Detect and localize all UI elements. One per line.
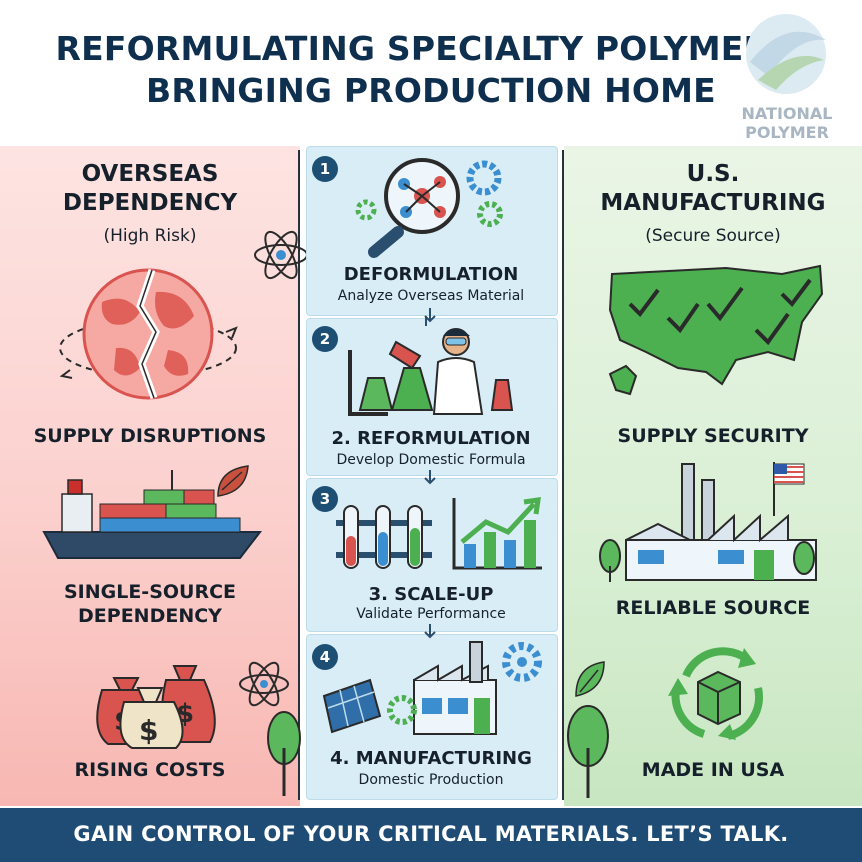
svg-text:$: $	[139, 714, 158, 747]
atom-icon	[254, 230, 308, 280]
cargo-ship-icon	[42, 465, 263, 559]
arrow-down-icon	[424, 308, 436, 323]
logo-line-1: NATIONAL	[741, 104, 833, 123]
solar-factory-icon	[322, 641, 542, 735]
tree-icon-right	[567, 705, 609, 798]
arrow-down-icon	[424, 624, 436, 639]
reliable-source-label: RELIABLE SOURCE	[615, 597, 811, 619]
step-2-subtitle: Develop Domestic Formula	[336, 452, 526, 468]
supply-disruptions-label: SUPPLY DISRUPTIONS	[33, 425, 267, 447]
overseas-title-line-1: OVERSEAS	[81, 161, 219, 187]
overseas-subtitle: (High Risk)	[103, 226, 197, 246]
page-title: REFORMULATING SPECIALTY POLYMERS: BRINGI…	[0, 28, 862, 112]
step-2-badge: 2	[312, 326, 338, 352]
left-divider	[298, 150, 300, 800]
test-tubes-icon	[336, 505, 432, 569]
domestic-title: U.S. MANUFACTURING	[564, 160, 862, 218]
logo-mark-icon	[746, 14, 826, 94]
made-in-usa-label: MADE IN USA	[641, 759, 785, 781]
factory-flag-icon	[599, 462, 817, 582]
recycle-box-icon	[668, 647, 764, 740]
logo-line-2: POLYMER	[745, 123, 829, 142]
right-divider	[562, 150, 564, 800]
arrow-down-icon	[424, 470, 436, 485]
overseas-title-line-2: DEPENDENCY	[62, 190, 238, 216]
growth-chart-icon	[452, 497, 542, 570]
title-line-1: REFORMULATING SPECIALTY POLYMERS:	[55, 29, 807, 68]
tree-icon	[267, 711, 301, 796]
scientist-icon	[348, 316, 514, 416]
step-4-title: 4. MANUFACTURING	[330, 748, 532, 769]
cta-text: GAIN CONTROL OF YOUR CRITICAL MATERIALS.…	[73, 822, 789, 846]
atom-icon-small	[239, 661, 289, 707]
usa-map-icon	[608, 264, 824, 396]
company-logo: NATIONAL POLYMER	[728, 6, 846, 146]
step-3-subtitle: Validate Performance	[356, 606, 506, 622]
step-1-subtitle: Analyze Overseas Material	[337, 288, 525, 304]
broken-globe-icon	[59, 268, 238, 400]
title-line-2: BRINGING PRODUCTION HOME	[146, 71, 716, 110]
supply-security-label: SUPPLY SECURITY	[617, 425, 809, 447]
step-4-badge: 4	[312, 644, 338, 670]
domestic-title-line-2: MANUFACTURING	[600, 190, 826, 216]
money-bags-icon: $ $ $	[96, 665, 216, 749]
step-1-badge: 1	[312, 156, 338, 182]
step-4-subtitle: Domestic Production	[358, 772, 504, 788]
cta-banner[interactable]: GAIN CONTROL OF YOUR CRITICAL MATERIALS.…	[0, 808, 862, 862]
leaf-icon	[575, 661, 605, 697]
single-source-line-2: DEPENDENCY	[78, 605, 222, 627]
rising-costs-label: RISING COSTS	[74, 759, 226, 781]
domestic-title-line-1: U.S.	[686, 161, 740, 187]
single-source-line-1: SINGLE-SOURCE	[63, 581, 237, 603]
step-3-title: 3. SCALE-UP	[368, 584, 494, 605]
domestic-subtitle: (Secure Source)	[645, 226, 781, 246]
magnifier-molecule-icon	[355, 158, 503, 258]
step-2-title: 2. REFORMULATION	[331, 428, 531, 449]
single-source-label: SINGLE-SOURCE DEPENDENCY	[0, 580, 300, 628]
step-3-badge: 3	[312, 486, 338, 512]
overseas-title: OVERSEAS DEPENDENCY	[0, 160, 300, 218]
step-1-title: DEFORMULATION	[343, 264, 519, 285]
